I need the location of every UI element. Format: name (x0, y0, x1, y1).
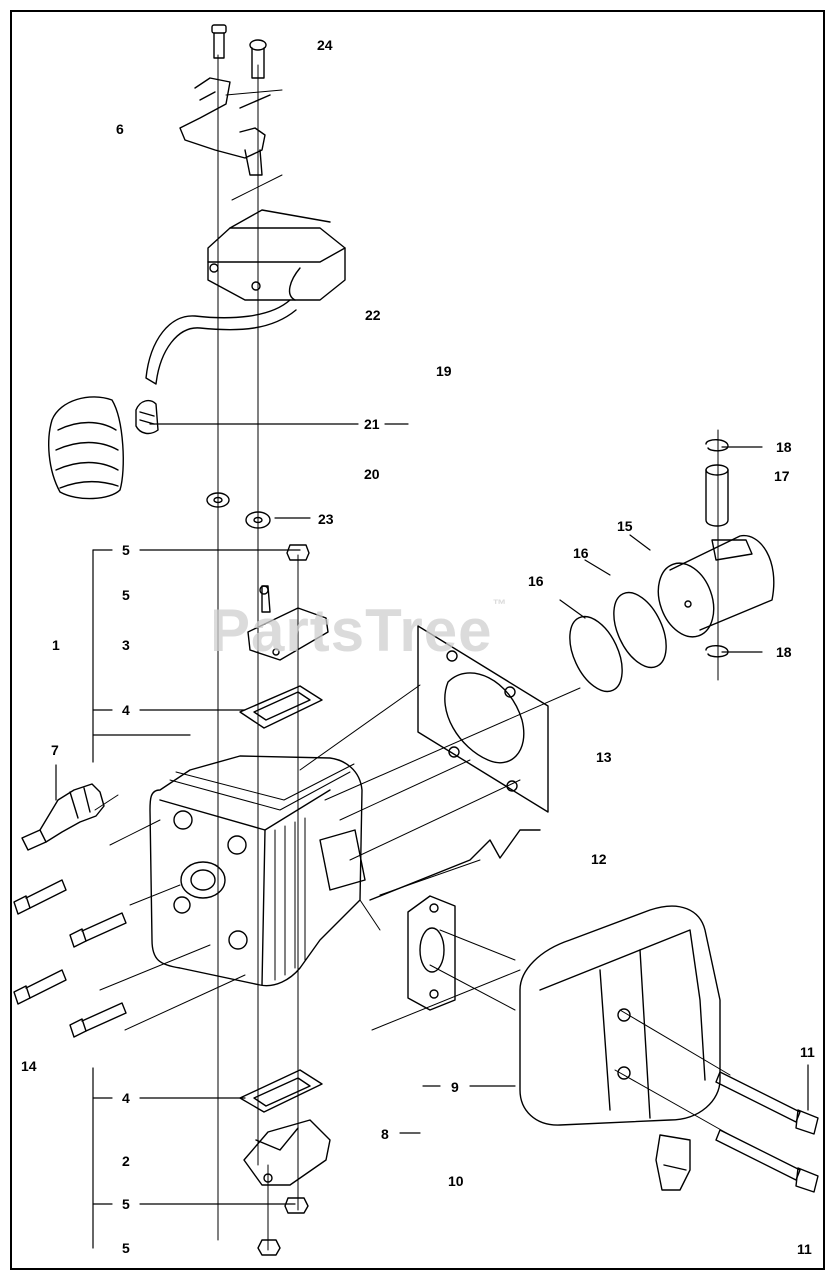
callout-9: 9 (451, 1079, 459, 1095)
washers (206, 492, 271, 529)
piston-pin (705, 464, 729, 527)
lower-screw (257, 1239, 281, 1256)
callout-19: 19 (436, 363, 452, 379)
muffler-bolts (715, 1071, 819, 1193)
callout-18-top: 18 (776, 439, 792, 455)
ht-lead (145, 299, 297, 385)
screw-top-right (249, 39, 267, 79)
spark-plug-cap (135, 399, 159, 435)
callout-4-a: 4 (122, 702, 130, 718)
callout-12: 12 (591, 851, 607, 867)
callout-16-b: 16 (528, 573, 544, 589)
intake-manifold (243, 1119, 331, 1186)
callout-14: 14 (21, 1058, 37, 1074)
callout-15: 15 (617, 518, 633, 534)
callout-5-b: 5 (122, 587, 130, 603)
gasket-upper (239, 685, 323, 729)
spark-deflector (655, 1134, 691, 1191)
intake-flange-cover (247, 585, 329, 661)
callout-5-a: 5 (122, 542, 130, 558)
callout-21: 21 (364, 416, 380, 432)
screw-top-left (211, 24, 227, 59)
callout-22: 22 (365, 307, 381, 323)
callout-18-bottom: 18 (776, 644, 792, 660)
cylinder-bolts (13, 879, 127, 1038)
partstree-watermark: PartsTree™ (210, 596, 508, 664)
callout-7: 7 (51, 742, 59, 758)
callout-16-a: 16 (573, 545, 589, 561)
callout-5-d: 5 (122, 1240, 130, 1256)
gasket-lower (239, 1069, 323, 1113)
ignition-module (207, 209, 346, 301)
callout-17: 17 (774, 468, 790, 484)
muffler (519, 905, 721, 1126)
piston (657, 535, 775, 638)
callout-8: 8 (381, 1126, 389, 1142)
callout-1: 1 (52, 637, 60, 653)
callout-23: 23 (318, 511, 334, 527)
wire-guide (369, 829, 541, 901)
callout-brackets (55, 423, 809, 1249)
callout-10: 10 (448, 1173, 464, 1189)
callout-11-a: 11 (800, 1044, 815, 1060)
callout-5-c: 5 (122, 1196, 130, 1212)
callout-13: 13 (596, 749, 612, 765)
muffler-gasket (407, 895, 456, 1011)
ignition-bracket (179, 77, 271, 176)
cylinder (149, 755, 366, 987)
spark-plug (21, 783, 105, 851)
callout-6: 6 (116, 121, 124, 137)
small-nut (286, 544, 310, 561)
callout-24: 24 (317, 37, 333, 53)
callout-4-b: 4 (122, 1090, 130, 1106)
callout-20: 20 (364, 466, 380, 482)
lower-nut (284, 1197, 309, 1214)
rubber-boot (48, 396, 124, 500)
piston-rings (569, 591, 667, 693)
callout-11-b: 11 (797, 1241, 812, 1257)
circlips (705, 439, 729, 658)
cylinder-gasket (417, 625, 549, 813)
callout-3: 3 (122, 637, 130, 653)
callout-2: 2 (122, 1153, 130, 1169)
